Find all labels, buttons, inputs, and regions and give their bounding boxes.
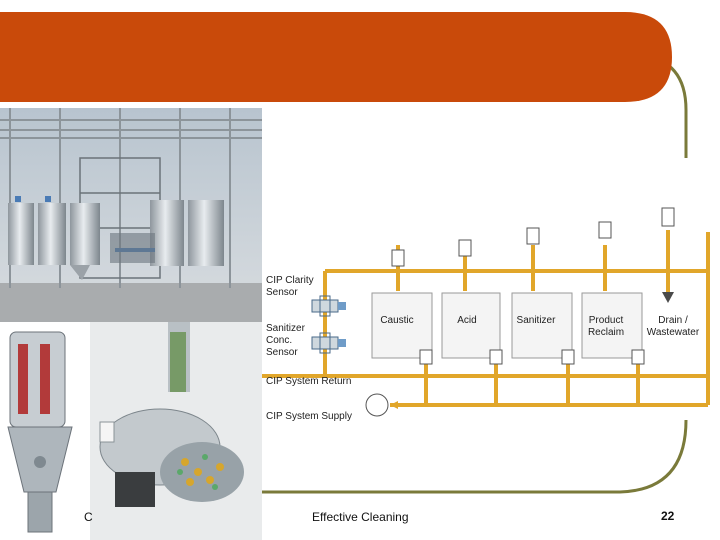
valve-icon — [598, 221, 612, 239]
valve-icon — [419, 349, 433, 365]
drain-arrow-icon — [662, 292, 674, 303]
valve-icon — [391, 249, 405, 267]
accent-line-bottom — [80, 419, 688, 494]
page-number: 22 — [661, 509, 675, 523]
clarity-sensor-label: CIP Clarity Sensor — [266, 275, 314, 298]
valve-icon — [458, 239, 472, 257]
sanitizer-tank — [511, 292, 573, 359]
footer-title: Effective Cleaning — [312, 510, 409, 524]
drain-label: Drain / Wastewater — [646, 315, 700, 338]
tank-label-acid: Acid — [457, 315, 477, 326]
tank-label-sanitizer: Sanitizer — [516, 315, 556, 326]
pump-icon — [365, 393, 389, 417]
clarity-sensor-icon — [311, 295, 346, 317]
supply-label: CIP System Supply — [266, 411, 352, 422]
product-reclaim-tank — [581, 292, 643, 359]
tank-label-product-reclaim: Product Reclaim — [587, 315, 625, 338]
sanitizer-conc-sensor-icon — [311, 332, 346, 354]
acid-tank — [441, 292, 501, 359]
caustic-tank — [371, 292, 433, 359]
valve-icon — [661, 207, 675, 227]
valve-icon — [489, 349, 503, 365]
cip-facility-photo — [0, 108, 262, 326]
valve-icon — [561, 349, 575, 365]
spray-device-photo — [90, 322, 262, 540]
tank-label-caustic: Caustic — [380, 315, 414, 326]
hygienic-valve-equipment-photo — [0, 322, 90, 540]
valve-icon — [631, 349, 645, 365]
return-label: CIP System Return — [266, 376, 352, 387]
title-banner — [0, 12, 672, 102]
valve-icon — [526, 227, 540, 245]
footer-left-fragment: C — [84, 510, 93, 524]
sanitizer-conc-sensor-label: Sanitizer Conc. Sensor — [266, 323, 305, 358]
pipe-network — [262, 230, 710, 407]
